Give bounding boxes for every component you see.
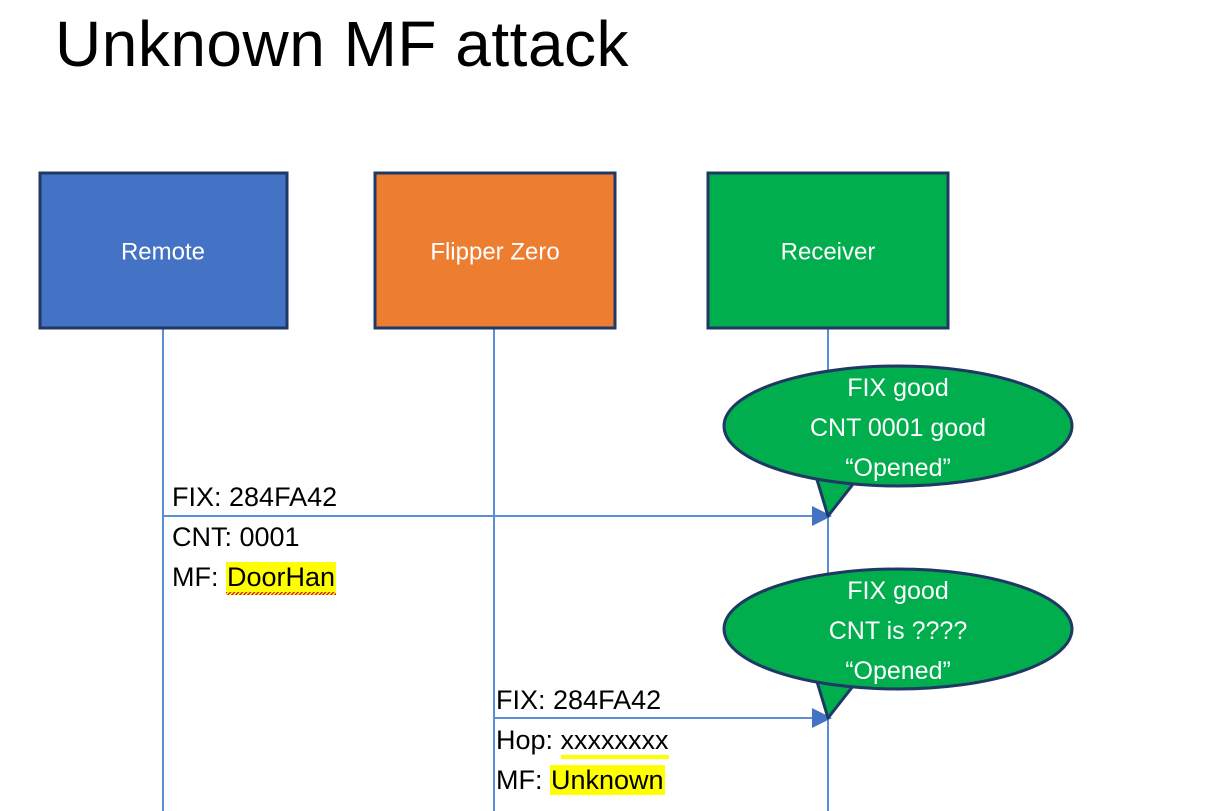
callout-bubble-1-line-1: FIX good [847, 374, 948, 402]
message-2-line-2-prefix: Hop: [496, 725, 561, 755]
actor-box-remote[interactable]: Remote [38, 171, 289, 330]
actor-rect-remote [38, 171, 289, 330]
actor-rect-receiver [706, 171, 950, 330]
actor-label-remote: Remote [121, 238, 205, 265]
message-arrow-2-head [812, 708, 832, 728]
message-1-line-2: CNT: 0001 [172, 517, 337, 557]
callout-bubble-2-line-3: “Opened” [845, 657, 951, 685]
actor-label-flipper: Flipper Zero [430, 238, 559, 265]
actor-label-receiver: Receiver [781, 238, 876, 265]
message-label-1: FIX: 284FA42 CNT: 0001 MF: DoorHan [172, 477, 337, 597]
message-1-line-2-prefix: CNT: [172, 522, 240, 552]
callout-bubble-2[interactable]: FIX good CNT is ???? “Opened” [722, 567, 1074, 720]
message-1-line-3-value: DoorHan [226, 562, 337, 595]
message-1-line-3-prefix: MF: [172, 562, 226, 592]
message-2-line-3-value: Unknown [550, 765, 665, 795]
message-2-line-1-value: 284FA42 [553, 685, 662, 715]
page-title: Unknown MF attack [55, 8, 630, 80]
actor-box-flipper[interactable]: Flipper Zero [373, 171, 617, 330]
callout-bubble-2-body [722, 567, 1074, 691]
message-arrow-1 [163, 506, 832, 526]
message-2-line-3: MF: Unknown [496, 760, 669, 800]
callout-bubble-2-line-2: CNT is ???? [829, 617, 968, 645]
message-1-line-2-value: 0001 [239, 522, 300, 552]
callout-bubble-1-line-3: “Opened” [845, 454, 951, 482]
actor-box-receiver[interactable]: Receiver [706, 171, 950, 330]
callout-bubble-1-line-2: CNT 0001 good [810, 414, 986, 442]
message-arrow-1-head [812, 506, 832, 526]
message-2-line-1: FIX: 284FA42 [496, 680, 669, 720]
message-label-2: FIX: 284FA42 Hop: xxxxxxxx MF: Unknown [496, 680, 669, 800]
message-1-line-1: FIX: 284FA42 [172, 477, 337, 517]
message-arrow-2 [494, 708, 832, 728]
message-2-line-2: Hop: xxxxxxxx [496, 720, 669, 760]
message-2-line-3-prefix: MF: [496, 765, 550, 795]
message-1-line-1-prefix: FIX: [172, 482, 230, 512]
callout-bubble-1-body [722, 364, 1074, 488]
message-1-line-3: MF: DoorHan [172, 557, 337, 597]
callout-bubble-2-line-1: FIX good [847, 577, 948, 605]
message-2-line-2-value: xxxxxxxx [560, 725, 669, 759]
message-2-line-1-prefix: FIX: [496, 685, 554, 715]
callout-bubble-1[interactable]: FIX good CNT 0001 good “Opened” [722, 364, 1074, 518]
message-1-line-1-value: 284FA42 [229, 482, 338, 512]
actor-rect-flipper [373, 171, 617, 330]
